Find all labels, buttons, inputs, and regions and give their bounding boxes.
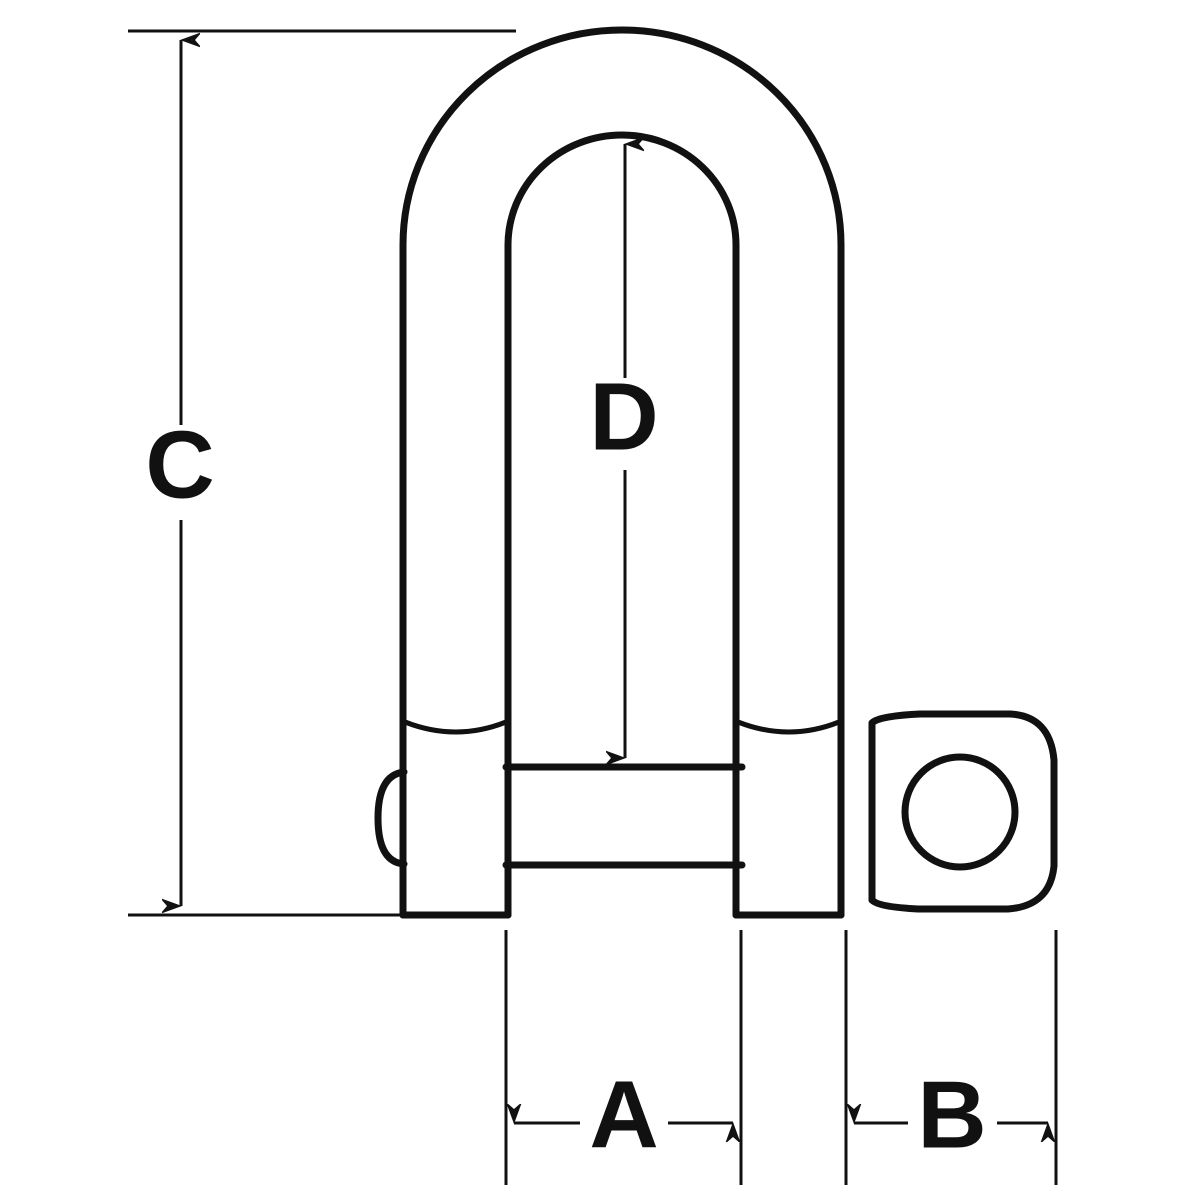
- left-leg-transition-line: [402, 719, 509, 735]
- pin-end-cap-outline: [374, 768, 408, 868]
- dimension-a-label: A: [589, 1061, 658, 1168]
- pin-end-cap: [374, 768, 408, 868]
- bow-outer-profile: [399, 26, 845, 919]
- dimension-c-label: C: [145, 411, 214, 518]
- dimension-c: [128, 29, 516, 917]
- shackle-pin: [502, 763, 746, 869]
- dimension-a: [504, 930, 743, 1185]
- shackle-bow: [399, 26, 845, 919]
- dimension-b-label: B: [917, 1061, 986, 1168]
- pin-eye-hole: [901, 753, 1019, 871]
- pin-head-eye: [868, 710, 1058, 913]
- bow-inner-profile: [504, 131, 740, 919]
- pin-head-outline: [868, 710, 1058, 913]
- right-leg-transition-line: [735, 719, 842, 735]
- dimension-b: [844, 930, 1058, 1185]
- dimension-d-label: D: [589, 363, 658, 470]
